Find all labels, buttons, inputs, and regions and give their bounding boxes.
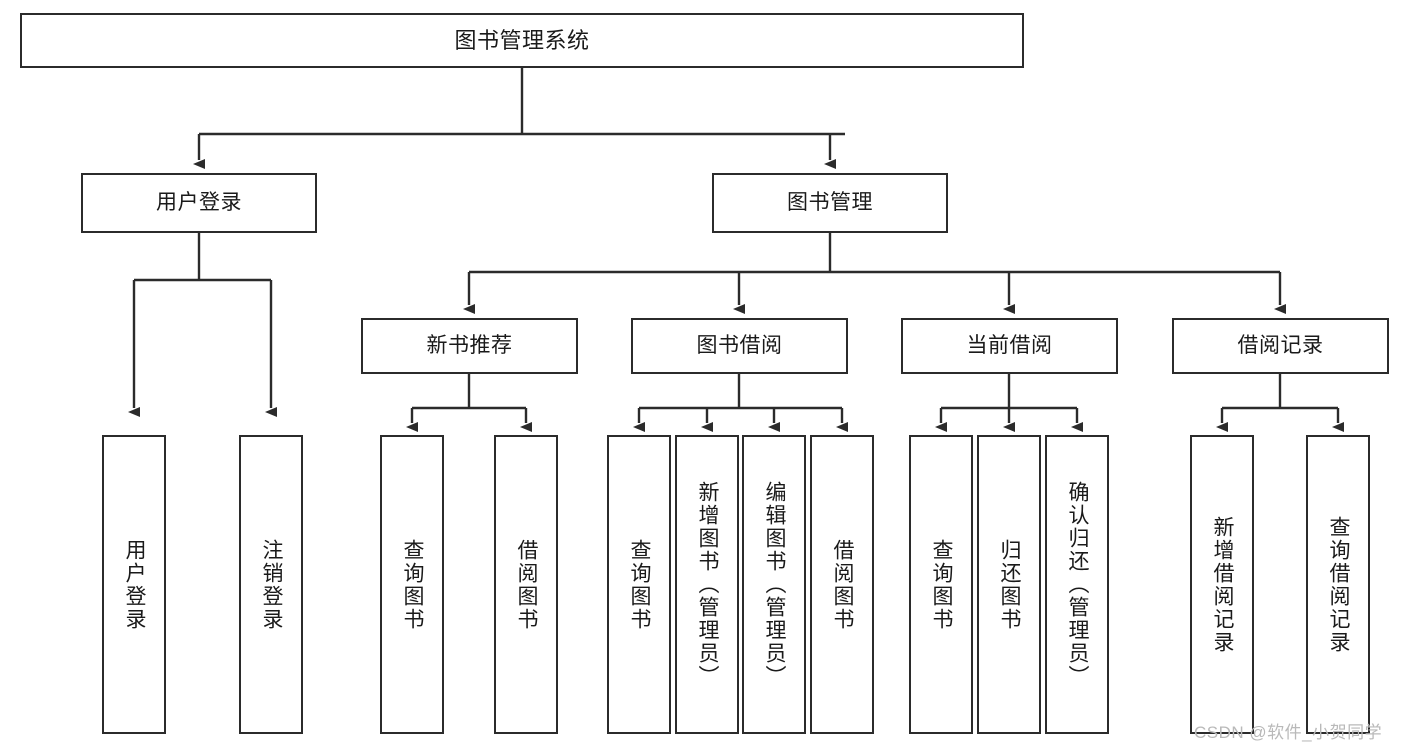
leaf-query-borrow-record[interactable]: 查询借阅记录 bbox=[1306, 435, 1370, 734]
leaf-edit-book-admin[interactable]: 编辑图书（管理员） bbox=[742, 435, 806, 734]
csdn-watermark: CSDN @软件_小贺同学 bbox=[1194, 723, 1383, 742]
leaf-confirm-return-admin[interactable]: 确认归还（管理员） bbox=[1045, 435, 1109, 734]
node-book-management[interactable]: 图书管理 bbox=[712, 173, 948, 233]
node-user-login[interactable]: 用户登录 bbox=[81, 173, 317, 233]
node-label: 确认归还（管理员） bbox=[1066, 481, 1090, 688]
leaf-add-borrow-record[interactable]: 新增借阅记录 bbox=[1190, 435, 1254, 734]
node-current-borrowing[interactable]: 当前借阅 bbox=[901, 318, 1118, 374]
node-label: 新增图书（管理员） bbox=[696, 481, 720, 688]
node-label: 图书借阅 bbox=[696, 333, 783, 357]
node-label: 注销登录 bbox=[260, 538, 284, 631]
node-label: 新增借阅记录 bbox=[1211, 515, 1235, 654]
node-label: 查询借阅记录 bbox=[1327, 515, 1351, 654]
node-new-book-recommendation[interactable]: 新书推荐 bbox=[361, 318, 578, 374]
leaf-query-book-current[interactable]: 查询图书 bbox=[909, 435, 973, 734]
node-label: 图书管理 bbox=[787, 190, 873, 214]
node-label: 新书推荐 bbox=[426, 333, 513, 357]
node-label: 查询图书 bbox=[930, 538, 954, 631]
leaf-add-book-admin[interactable]: 新增图书（管理员） bbox=[675, 435, 739, 734]
node-label: 编辑图书（管理员） bbox=[763, 481, 787, 688]
node-label: 当前借阅 bbox=[966, 333, 1053, 357]
node-book-management-system[interactable]: 图书管理系统 bbox=[20, 13, 1024, 68]
leaf-query-book-borrow[interactable]: 查询图书 bbox=[607, 435, 671, 734]
leaf-logout[interactable]: 注销登录 bbox=[239, 435, 303, 734]
leaf-user-login[interactable]: 用户登录 bbox=[102, 435, 166, 734]
leaf-query-book-recommend[interactable]: 查询图书 bbox=[380, 435, 444, 734]
node-label: 用户登录 bbox=[156, 190, 242, 214]
node-book-borrowing[interactable]: 图书借阅 bbox=[631, 318, 848, 374]
leaf-borrow-book-recommend[interactable]: 借阅图书 bbox=[494, 435, 558, 734]
node-label: 用户登录 bbox=[123, 538, 147, 631]
node-label: 查询图书 bbox=[628, 538, 652, 631]
node-borrowing-records[interactable]: 借阅记录 bbox=[1172, 318, 1389, 374]
node-label: 借阅图书 bbox=[515, 538, 539, 631]
node-label: 借阅记录 bbox=[1237, 333, 1324, 357]
leaf-borrow-book[interactable]: 借阅图书 bbox=[810, 435, 874, 734]
node-label: 借阅图书 bbox=[831, 538, 855, 631]
node-label: 查询图书 bbox=[401, 538, 425, 631]
node-label: 归还图书 bbox=[998, 538, 1022, 631]
node-label: 图书管理系统 bbox=[454, 27, 590, 53]
leaf-return-book[interactable]: 归还图书 bbox=[977, 435, 1041, 734]
